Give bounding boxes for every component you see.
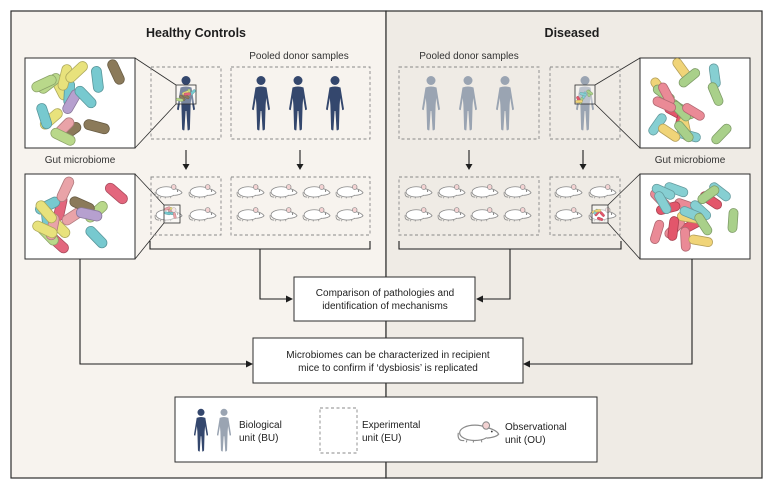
bacterium-icon xyxy=(65,61,88,83)
bacterium-icon xyxy=(697,185,720,205)
bacteria-mini-icon xyxy=(575,89,594,105)
bacterium-icon xyxy=(164,206,171,211)
bacterium-icon xyxy=(50,127,76,146)
legend-ou-line2: unit (OU) xyxy=(505,435,546,446)
healthy-pooled-label: Pooled donor samples xyxy=(249,51,349,62)
diseased-microbiome-label: Gut microbiome xyxy=(655,155,726,166)
bacterium-icon xyxy=(694,212,713,236)
healthy-donor-microbiome-box xyxy=(24,57,136,149)
comparison-line2: identification of mechanisms xyxy=(322,301,448,312)
bacterium-icon xyxy=(682,103,705,121)
comparison-line1: Comparison of pathologies and xyxy=(316,288,454,299)
diseased-donor-microbiome-box xyxy=(639,57,751,149)
bacteria-mini-icon xyxy=(176,88,196,102)
bacterium-icon xyxy=(678,68,701,88)
bacterium-icon xyxy=(85,225,108,249)
bacterium-icon xyxy=(83,119,110,135)
bacterium-icon xyxy=(75,207,103,222)
healthy-microbiome-label: Gut microbiome xyxy=(45,155,116,166)
comparison-box xyxy=(293,276,476,322)
arrowheads-horizontal xyxy=(246,295,530,368)
bacterium-icon xyxy=(707,82,724,106)
bacterium-icon xyxy=(727,208,739,233)
healthy-title: Healthy Controls xyxy=(146,26,246,40)
bacterium-icon xyxy=(654,191,672,214)
bacterium-icon xyxy=(36,103,53,130)
bacteria-cluster-icon xyxy=(31,59,125,146)
bacterium-icon xyxy=(32,220,58,239)
legend-eu-line1: Experimental xyxy=(362,420,420,431)
bracket-connectors xyxy=(79,241,693,365)
bacterium-icon xyxy=(658,123,681,142)
bacterium-icon xyxy=(31,74,57,93)
bacterium-icon xyxy=(575,99,583,104)
bacterium-icon xyxy=(650,219,665,244)
bacteria-cluster-icon xyxy=(32,176,128,254)
bacterium-icon xyxy=(35,200,57,224)
bacterium-icon xyxy=(56,176,75,202)
characterize-line2: mice to confirm if ‘dysbiosis’ is replic… xyxy=(298,363,478,374)
bacterium-icon xyxy=(667,216,680,241)
legend-bu-line2: unit (BU) xyxy=(239,433,278,444)
legend-eu-line2: unit (EU) xyxy=(362,433,401,444)
diseased-pooled-label: Pooled donor samples xyxy=(419,51,519,62)
bacterium-icon xyxy=(107,59,125,85)
bacterium-icon xyxy=(688,234,713,248)
characterize-box xyxy=(252,337,524,384)
legend-bu-line1: Biological xyxy=(239,420,282,431)
bacteria-mini-icon xyxy=(164,206,177,219)
legend-ou-line1: Observational xyxy=(505,422,567,433)
legend-eu-dashed-box xyxy=(319,407,358,454)
bacterium-icon xyxy=(597,216,604,221)
bacterium-icon xyxy=(674,120,694,143)
bacterium-icon xyxy=(579,92,587,97)
bacterium-icon xyxy=(172,212,177,219)
bacterium-icon xyxy=(164,211,171,216)
zoom-connector-lines xyxy=(134,57,641,260)
bacterium-icon xyxy=(599,211,605,217)
diseased-title: Diseased xyxy=(545,26,600,40)
bacterium-icon xyxy=(91,66,104,93)
bacterium-icon xyxy=(183,92,192,96)
bacteria-cluster-icon xyxy=(648,57,732,145)
bacterium-icon xyxy=(176,97,184,102)
bacteria-mini-icon xyxy=(591,208,605,221)
dashed-unit-boxes xyxy=(150,66,621,236)
bacterium-icon xyxy=(711,123,732,145)
bacterium-icon xyxy=(104,182,128,205)
legend: Biological unit (BU) Experimental unit (… xyxy=(174,396,598,463)
bacteria-cluster-icon xyxy=(650,182,739,252)
bacterium-icon xyxy=(594,209,602,213)
bacterium-icon xyxy=(586,89,594,96)
bacterium-icon xyxy=(652,96,677,113)
healthy-recipient-microbiome-box xyxy=(24,173,136,260)
donor-to-mice-arrows xyxy=(185,150,584,164)
arrowheads-down xyxy=(182,164,587,170)
characterize-line1: Microbiomes can be characterized in reci… xyxy=(286,350,490,361)
diseased-recipient-microbiome-box xyxy=(639,173,751,260)
bacterium-icon xyxy=(74,85,97,109)
